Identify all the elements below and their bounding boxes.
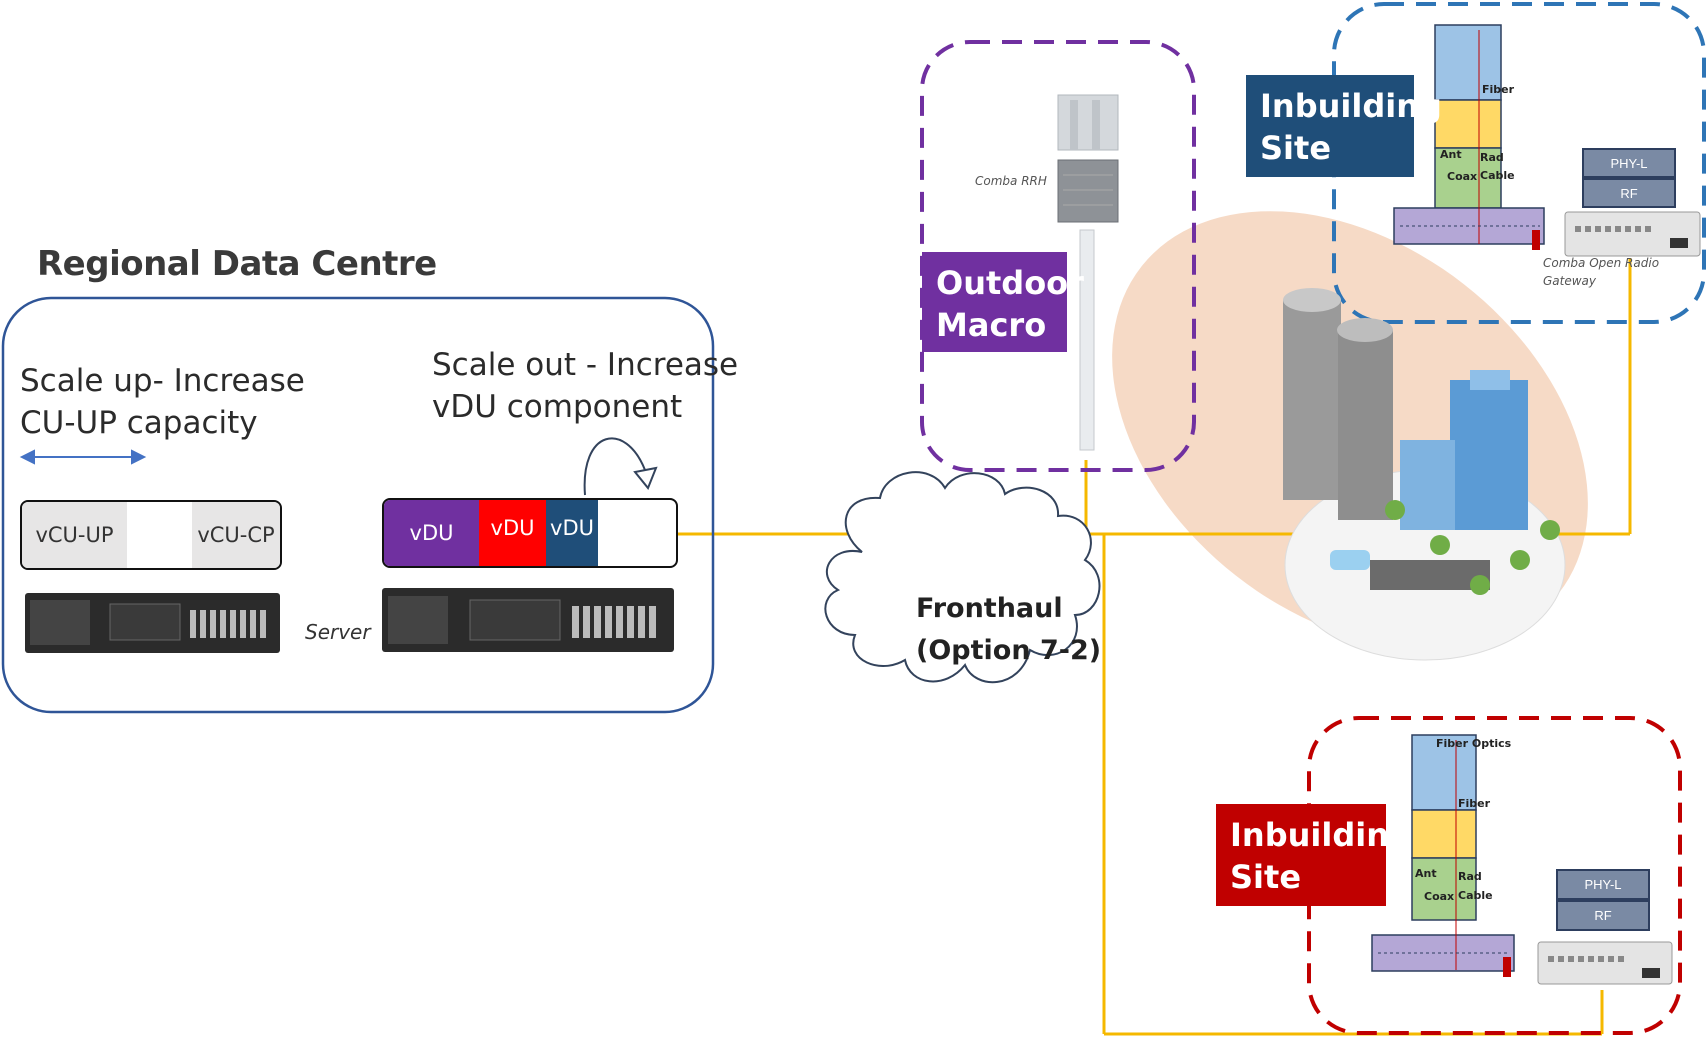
inbuilding-bottom-line1: Inbuilding [1230, 816, 1412, 854]
rf-layer-bottom: RF [1556, 900, 1650, 931]
regional-title: Regional Data Centre [37, 244, 437, 284]
fronthaul-label: Fronthaul (Option 7-2) [916, 588, 1101, 672]
server-label: Server [305, 620, 371, 644]
scale-out-text: Scale out - Increase vDU component [432, 344, 738, 428]
vcu-bar: vCU-UP vCU-CP [20, 500, 282, 570]
scale-out-line2: vDU component [432, 389, 683, 425]
server-left [25, 593, 280, 653]
bottom-fiber-label: Fiber [1458, 797, 1491, 810]
gateway-label-line2: Gateway [1543, 274, 1597, 288]
bottom-rad-label: Rad [1458, 870, 1482, 883]
inbuilding-bottom-line2: Site [1230, 858, 1302, 896]
vdu-segment-3: vDU [546, 500, 598, 566]
city-illustration [1283, 288, 1566, 661]
vcu-up-segment: vCU-UP [22, 502, 127, 568]
regional-frame [1, 296, 715, 714]
phy-layer-top: PHY-L [1582, 148, 1676, 178]
outdoor-line2: Macro [936, 306, 1047, 344]
building-bottom-icon [1371, 734, 1515, 977]
top-coax-label: Coax [1447, 170, 1478, 183]
gateway-top-icon [1564, 211, 1701, 257]
scale-up-line1: Scale up- Increase [20, 363, 305, 399]
rrh-label: Comba RRH [975, 174, 1047, 188]
macro-tower-icon [1057, 94, 1119, 451]
bottom-fiber-optics-label: Fiber Optics [1436, 737, 1512, 750]
bottom-cable-label: Cable [1458, 889, 1493, 902]
gateway-bottom-icon [1537, 941, 1673, 985]
phy-layer-bottom: PHY-L [1556, 869, 1650, 900]
scale-up-line2: CU-UP capacity [20, 405, 258, 441]
bottom-ant-label: Ant [1415, 867, 1437, 880]
inbuilding-top-line1: Inbuilding [1260, 87, 1442, 125]
vdu-segment-2: vDU [479, 500, 546, 566]
fronthaul-cloud [824, 471, 1101, 684]
scale-out-line1: Scale out - Increase [432, 347, 739, 383]
fronthaul-line2: (Option 7-2) [916, 635, 1102, 666]
outdoor-macro-tag: Outdoor Macro [922, 252, 1084, 352]
server-right [382, 588, 674, 652]
scale-out-arrow [583, 437, 646, 496]
inbuilding-bottom-tag: Inbuilding Site [1216, 804, 1412, 906]
vdu-segment-1: vDU [384, 500, 479, 566]
bottom-coax-label: Coax [1424, 890, 1455, 903]
fronthaul-line1: Fronthaul [916, 593, 1063, 624]
gateway-label: Comba Open Radio Gateway [1543, 254, 1659, 290]
top-cable-label: Cable [1480, 169, 1515, 182]
vcu-cp-segment: vCU-CP [192, 502, 280, 568]
scale-up-arrow [19, 449, 147, 465]
vdu-bar: vDU vDU vDU [382, 498, 678, 568]
scale-up-text: Scale up- Increase CU-UP capacity [20, 360, 305, 444]
top-ant-label: Ant [1440, 148, 1462, 161]
outdoor-line1: Outdoor [936, 264, 1084, 302]
inbuilding-top-line2: Site [1260, 129, 1332, 167]
building-top-icon [1393, 24, 1545, 250]
inbuilding-top-tag: Inbuilding Site [1246, 75, 1442, 177]
top-rad-label: Rad [1480, 151, 1504, 164]
gateway-label-line1: Comba Open Radio [1543, 256, 1660, 270]
rf-layer-top: RF [1582, 178, 1676, 208]
top-fiber-label: Fiber [1482, 83, 1515, 96]
